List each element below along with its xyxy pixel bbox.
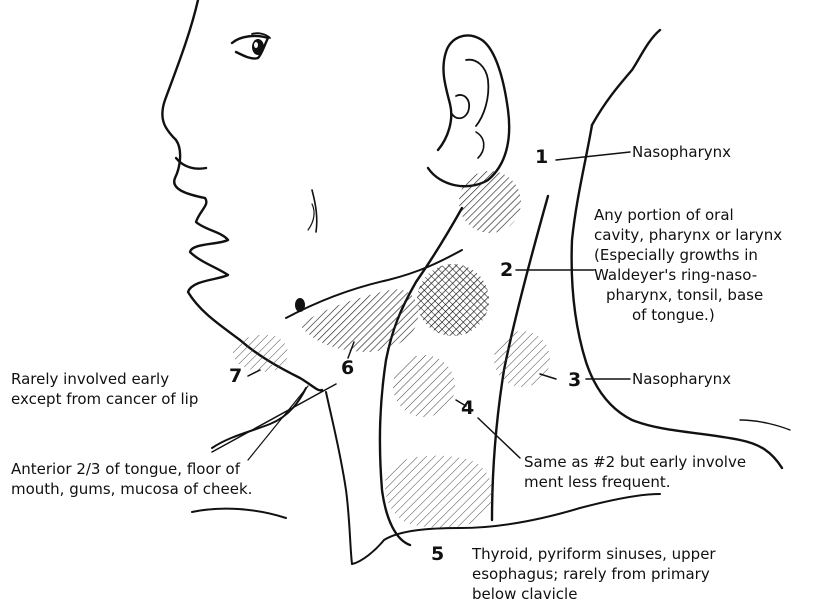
label-node-2-line-6: of tongue.)	[594, 305, 782, 325]
label-node-5-line-3: below clavicle	[472, 584, 716, 604]
node-region-1	[459, 171, 521, 233]
label-node-7-line-1: Rarely involved early	[11, 369, 198, 389]
label-node-2-line-2: cavity, pharynx or larynx	[594, 225, 782, 245]
label-node-6-line-2: mouth, gums, mucosa of cheek.	[11, 479, 252, 499]
label-node-5-line-2: esophagus; rarely from primary	[472, 564, 716, 584]
label-node-4-line-2: ment less frequent.	[524, 472, 746, 492]
label-node-2-line-1: Any portion of oral	[594, 205, 782, 225]
jaw-marker-dot	[295, 298, 305, 312]
label-node-4: Same as #2 but early involve ment less f…	[524, 452, 746, 492]
label-node-2: Any portion of oral cavity, pharynx or l…	[594, 205, 782, 325]
label-node-2-line-5: pharynx, tonsil, base	[594, 285, 782, 305]
node-number-7: 7	[229, 366, 242, 386]
label-node-7: Rarely involved early except from cancer…	[11, 369, 198, 409]
node-number-2: 2	[500, 260, 513, 280]
node-number-5: 5	[431, 544, 444, 564]
label-node-2-line-3: (Especially growths in	[594, 245, 782, 265]
label-node-3: Nasopharynx	[632, 370, 731, 389]
label-node-1: Nasopharynx	[632, 143, 731, 162]
node-region-4	[393, 355, 455, 417]
node-region-2	[417, 264, 489, 336]
leader-line-1	[556, 152, 630, 160]
node-number-3: 3	[568, 370, 581, 390]
face-profile-outline	[162, 0, 322, 390]
node-number-1: 1	[535, 147, 548, 167]
leader-line-7	[248, 370, 260, 376]
node-number-6: 6	[341, 358, 354, 378]
label-node-6-line-1: Anterior 2/3 of tongue, floor of	[11, 459, 252, 479]
node-region-6	[300, 289, 418, 352]
label-node-4-line-1: Same as #2 but early involve	[524, 452, 746, 472]
label-node-7-line-2: except from cancer of lip	[11, 389, 198, 409]
back-of-neck-outline	[592, 30, 660, 125]
node-region-3	[494, 331, 550, 387]
node-number-4: 4	[461, 398, 474, 418]
label-node-5: Thyroid, pyriform sinuses, upper esophag…	[472, 544, 716, 604]
label-node-5-line-1: Thyroid, pyriform sinuses, upper	[472, 544, 716, 564]
node-region-5	[385, 456, 493, 528]
label-node-6: Anterior 2/3 of tongue, floor of mouth, …	[11, 459, 252, 499]
label-node-2-line-4: Waldeyer's ring-naso-	[594, 265, 782, 285]
